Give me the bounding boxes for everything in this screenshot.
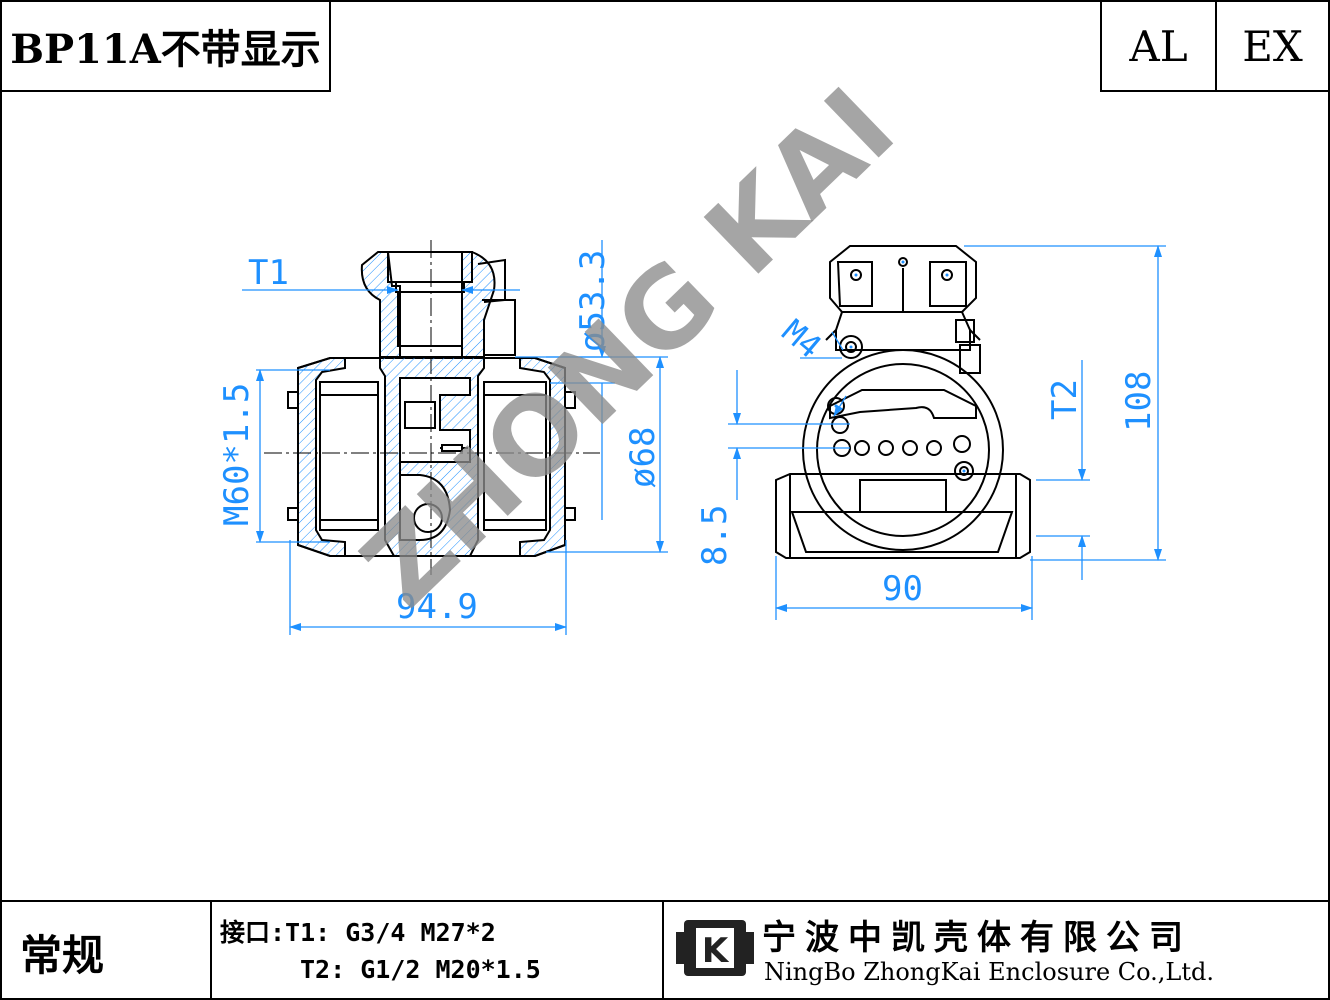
watermark: ZHONG KAI (339, 65, 918, 630)
housing-outer (802, 349, 1004, 551)
spec-t2: T2: G1/2 M20*1.5 (300, 955, 541, 984)
dim-d68: ø68 (623, 427, 663, 488)
front-view (775, 245, 1031, 559)
dim-m60: M60*1.5 (217, 383, 257, 526)
shell-left (297, 357, 346, 557)
dim-94-9: 94.9 (396, 587, 478, 627)
spec-t1: 接口:T1: G3/4 M27*2 (220, 918, 496, 947)
neck-wall-left (360, 251, 401, 358)
company-name-cn: 宁波中凯壳体有限公司 (762, 918, 1192, 958)
dim-d53: ø53.3 (573, 250, 613, 352)
company-name-en: NingBo ZhongKai Enclosure Co.,Ltd. (764, 958, 1214, 986)
shell-right (519, 357, 566, 557)
section-dimensions (242, 240, 668, 635)
neck-wall-right (461, 251, 496, 358)
section-view (264, 240, 600, 575)
tag-al: AL (1100, 0, 1217, 92)
drawing-title: BP11A不带显示 (0, 0, 331, 92)
dim-90: 90 (882, 569, 923, 609)
front-dimensions (728, 245, 1166, 620)
company-logo: K (676, 920, 754, 976)
footer-divider-1 (210, 900, 212, 1000)
dim-108: 108 (1119, 371, 1159, 432)
footer-bar (0, 900, 1330, 1000)
dim-t1: T1 (248, 253, 289, 293)
logo-letter: K (702, 931, 730, 971)
footer-category: 常规 (20, 931, 105, 980)
tag-ex: EX (1215, 0, 1330, 92)
base-pipe (775, 473, 1031, 559)
dim-8-5: 8.5 (695, 505, 735, 566)
housing-inner (816, 363, 990, 537)
dim-t2: T2 (1045, 379, 1085, 420)
footer-divider-2 (662, 900, 664, 1000)
